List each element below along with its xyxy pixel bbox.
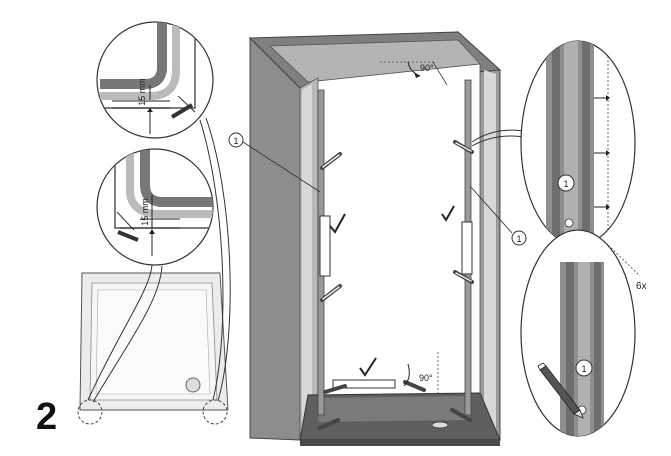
floor-drain-icon bbox=[431, 421, 449, 429]
profile-detail-lower: 1 bbox=[520, 229, 636, 437]
profile-detail-upper: 1 bbox=[520, 40, 636, 246]
detail-circle-middle: 15 mm bbox=[96, 148, 214, 266]
detail-circle-top: 15 mm bbox=[96, 21, 214, 139]
pencil-icon bbox=[537, 362, 584, 419]
angle-label-bottom: 90° bbox=[419, 373, 433, 383]
check-icon-left bbox=[329, 213, 346, 234]
svg-text:1: 1 bbox=[581, 364, 586, 374]
spirit-level-left bbox=[319, 215, 331, 277]
quantity-leader bbox=[607, 244, 641, 277]
dimension-label-middle: 15 mm bbox=[140, 198, 150, 226]
shower-enclosure: 90° 90° bbox=[248, 30, 502, 446]
spirit-level-bottom bbox=[332, 379, 396, 389]
check-icon-right bbox=[441, 205, 455, 222]
shower-tray bbox=[77, 272, 229, 425]
drain-icon bbox=[185, 377, 201, 393]
spirit-level-right bbox=[461, 221, 473, 275]
detail-leader-lines bbox=[87, 117, 231, 403]
svg-text:1: 1 bbox=[516, 234, 521, 244]
angle-arc-bottom bbox=[403, 363, 410, 387]
check-icon-bottom bbox=[359, 357, 377, 377]
callout-right: 1 bbox=[469, 185, 527, 246]
corner-marker-left bbox=[77, 399, 103, 425]
corner-marker-right bbox=[202, 399, 228, 425]
step-number: 2 bbox=[36, 396, 58, 438]
svg-text:1: 1 bbox=[233, 136, 238, 146]
dimension-label-top: 15 mm bbox=[137, 78, 147, 106]
quantity-label: 6x bbox=[636, 281, 647, 292]
svg-text:1: 1 bbox=[563, 179, 568, 189]
callout-left: 1 bbox=[228, 132, 321, 193]
angle-label-top: 90° bbox=[420, 63, 434, 73]
